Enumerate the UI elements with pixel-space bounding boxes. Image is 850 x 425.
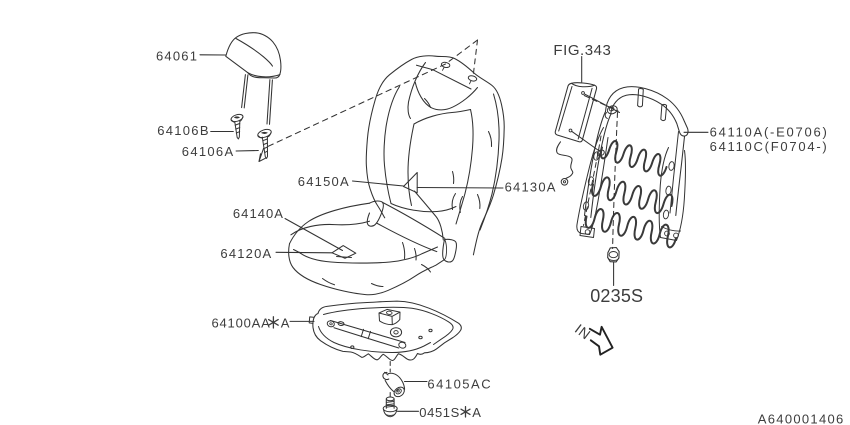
svg-text:64110A(-E0706): 64110A(-E0706) — [710, 124, 829, 139]
svg-text:A: A — [472, 405, 481, 420]
svg-text:0451S: 0451S — [419, 405, 460, 420]
svg-text:64105AC: 64105AC — [427, 376, 492, 391]
svg-text:0235S: 0235S — [590, 286, 643, 306]
svg-text:64110C(F0704-): 64110C(F0704-) — [710, 139, 829, 154]
svg-text:IN: IN — [572, 321, 594, 343]
svg-text:64106A: 64106A — [182, 144, 235, 159]
svg-text:64120A: 64120A — [220, 246, 272, 261]
svg-text:64106B: 64106B — [157, 123, 210, 138]
svg-text:64140A: 64140A — [233, 206, 284, 221]
svg-text:FIG.343: FIG.343 — [553, 42, 611, 59]
svg-text:64061: 64061 — [156, 49, 198, 64]
svg-text:64130A: 64130A — [505, 179, 557, 194]
svg-text:64100AA: 64100AA — [212, 316, 271, 331]
svg-text:A: A — [281, 316, 290, 331]
svg-text:64150A: 64150A — [298, 174, 350, 189]
svg-text:A640001406: A640001406 — [758, 411, 845, 425]
